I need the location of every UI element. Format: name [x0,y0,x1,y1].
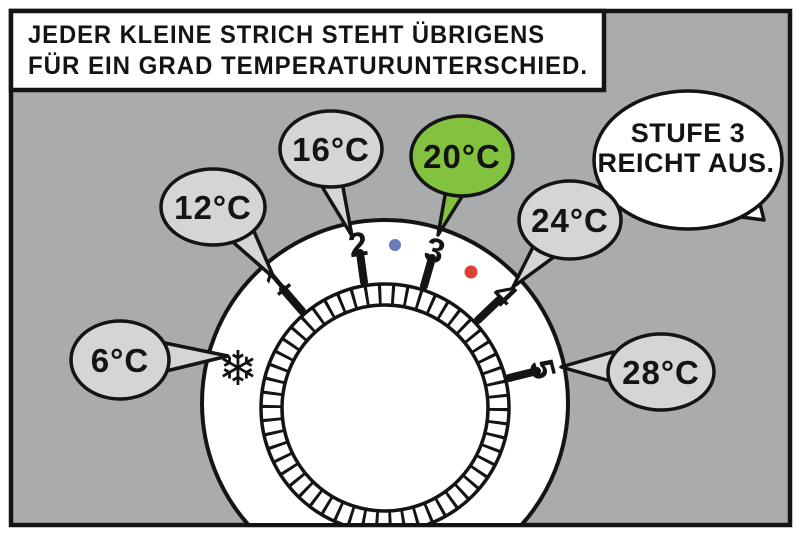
caption-line-2: FÜR EIN GRAD TEMPERATURUNTERSCHIED. [28,51,588,80]
bubble-body [278,109,384,189]
temp-label: 20°C [423,138,501,175]
level-1-tick [279,285,306,315]
level-3-tick [420,254,436,290]
bubble-body [409,114,515,198]
bubble-body [159,167,267,247]
speech-bubble: STUFE 3 REICHT AUS. [592,89,784,231]
caption-box-background [8,8,607,93]
dial-tick-ring [261,284,509,523]
bubble-body [606,332,716,412]
temp-label: 6°C [91,342,149,379]
temp-bubble-12c: 12°C [159,167,276,280]
temp-bubble-28c: 28°C [559,332,716,412]
speech-line-2: REICHT AUS. [597,148,774,178]
bubble-body [517,179,623,261]
level-4-tick [474,296,503,324]
blue-indicator-dot [389,239,401,251]
temp-label: 28°C [622,354,700,391]
temp-bubble-16c: 16°C [278,109,384,238]
temp-label: 16°C [292,131,370,168]
level-5-tick [505,367,541,382]
level-2-tick [356,249,368,286]
temp-label: 12°C [174,189,252,226]
dial-ring-outer-line [259,282,511,523]
temp-label: 24°C [531,202,609,239]
caption-line-1: JEDER KLEINE STRICH STEHT ÜBRIGENS [28,20,545,49]
dial-ring-inner-line [280,303,490,513]
thermostat-dial: 1 2 3 4 5 ❄ [200,218,570,523]
red-indicator-dot [464,265,478,279]
temp-bubble-6c: 6°C [69,319,230,401]
caption-box: JEDER KLEINE STRICH STEHT ÜBRIGENS FÜR E… [8,8,607,93]
snowflake-icon: ❄ [218,341,258,397]
speech-bubble-body [592,89,784,231]
temp-bubble-24c: 24°C [511,179,623,289]
speech-line-1: STUFE 3 [631,118,746,148]
temp-bubble-20c: 20°C [409,114,515,237]
bubble-body [69,319,171,401]
